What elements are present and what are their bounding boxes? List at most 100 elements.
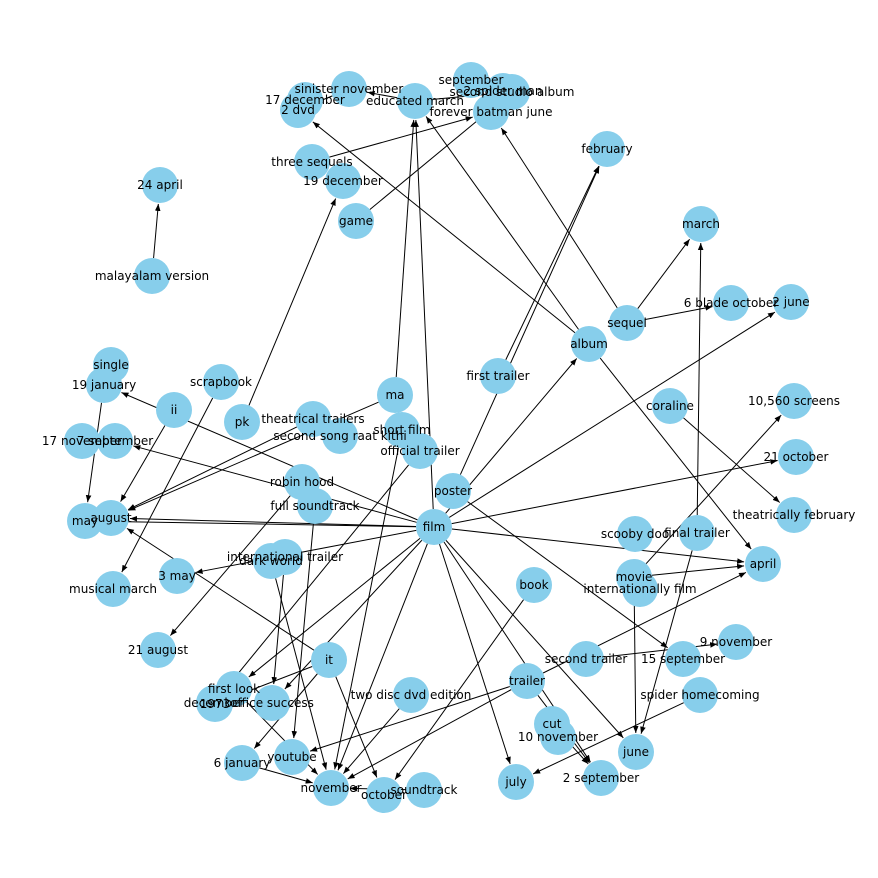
node-label-sequel: sequel <box>607 316 647 330</box>
node-scooby-doo <box>617 516 653 552</box>
edge-theatrical-trailers-to-august <box>127 426 298 511</box>
node-21-october <box>778 439 814 475</box>
node-label-first-trailer: first trailer <box>466 369 529 383</box>
node-theatrically-february <box>776 497 812 533</box>
edge-coraline-to-theatrically-february <box>683 417 781 503</box>
node-21-august <box>140 632 176 668</box>
node-theatrical-trailers <box>295 401 331 437</box>
node-label-full-soundtrack: full soundtrack <box>270 499 359 513</box>
node-first-trailer <box>480 358 516 394</box>
node-label-musical-march: musical march <box>69 582 157 596</box>
node-march <box>683 206 719 242</box>
edge-film-to-21-october <box>451 459 778 525</box>
node-3-may <box>159 558 195 594</box>
edge-movie-to-10-560-screens <box>645 414 782 565</box>
node-label-trailer: trailer <box>509 674 545 688</box>
node-label-single: single <box>93 358 129 372</box>
node-october <box>366 777 402 813</box>
edge-educated-march-to-second-studio-album <box>432 91 494 100</box>
node-15-september <box>665 641 701 677</box>
edge-movie-to-april <box>651 563 745 576</box>
node-label-april: april <box>750 557 777 571</box>
edge-trailer-to-youtube <box>309 686 511 752</box>
node-10-560-screens <box>776 383 812 419</box>
node-final-trailer <box>679 515 715 551</box>
node-label-forever-batman-june: forever batman june <box>430 105 553 119</box>
edge-poster-to-february <box>459 166 600 475</box>
node-december <box>196 685 232 721</box>
edge-first-trailer-to-february <box>505 165 600 360</box>
node-two-disc-dvd-edition <box>393 677 429 713</box>
node-label-scrapbook: scrapbook <box>190 375 252 389</box>
node-label-internationally-film: internationally film <box>583 582 696 596</box>
node-film <box>416 509 452 545</box>
edge-film-to-august <box>129 515 417 527</box>
node-label-three-sequels: three sequels <box>271 155 352 169</box>
node-label-theatrical-trailers: theatrical trailers <box>261 412 364 426</box>
node-june <box>618 734 654 770</box>
node-label-17-november: 17 november <box>42 434 122 448</box>
node-label-it: it <box>325 653 333 667</box>
node-label-robin-hood: robin hood <box>270 475 334 489</box>
node-label-pk: pk <box>235 415 250 429</box>
node-album <box>571 326 607 362</box>
edge-full-soundtrack-to-youtube <box>291 523 314 739</box>
node-label-august: august <box>90 511 131 525</box>
node-label-two-disc-dvd-edition: two disc dvd edition <box>351 688 472 702</box>
node-april <box>745 546 781 582</box>
edge-film-to-3-may <box>195 529 417 574</box>
node-game <box>338 203 374 239</box>
node-may <box>67 503 103 539</box>
node-2-september <box>583 760 619 796</box>
node-label-24-april: 24 april <box>137 178 183 192</box>
node-label-21-august: 21 august <box>128 643 189 657</box>
node-september <box>453 62 489 98</box>
node-label-sinister-november: sinister november <box>295 82 404 96</box>
node-label-final-trailer: final trailer <box>664 526 730 540</box>
node-label-poster: poster <box>434 484 472 498</box>
node-label-2-spider-man: 2 spider man <box>463 84 542 98</box>
node-label-10-november: 10 november <box>518 730 598 744</box>
node-label-coraline: coraline <box>646 399 694 413</box>
node-soundtrack <box>406 772 442 808</box>
edge-it-to-october <box>335 676 378 778</box>
node-spider-homecoming <box>682 677 718 713</box>
node-scrapbook <box>203 364 239 400</box>
node-2-dvd <box>280 92 316 128</box>
edge-malayalam-version-to-24-april <box>153 203 161 259</box>
node-label-6-blade-october: 6 blade october <box>684 296 779 310</box>
node-label-7-september: 7 september <box>77 434 153 448</box>
node-label-october: october <box>361 788 407 802</box>
node-label-19-january: 19 january <box>72 378 136 392</box>
node-label-may: may <box>72 514 98 528</box>
edge-second-trailer-to-9-november <box>603 642 718 658</box>
edge-three-sequels-to-forever-batman-june <box>329 116 473 158</box>
node-office-success <box>254 685 290 721</box>
node-internationally-film <box>622 571 658 607</box>
node-19-december <box>325 163 361 199</box>
node-label-album: album <box>570 337 608 351</box>
node-label-educated-march: educated march <box>366 94 464 108</box>
node-label-youtube: youtube <box>267 750 316 764</box>
edge-film-to-june <box>445 540 624 739</box>
node-label-movie: movie <box>616 570 653 584</box>
node-label-june: june <box>622 745 649 759</box>
edge-movie-to-june <box>632 594 639 734</box>
node-musical-march <box>95 571 131 607</box>
node-label-2-september: 2 september <box>563 771 639 785</box>
node-dark-world <box>253 543 289 579</box>
node-forever-batman-june <box>473 94 509 130</box>
node-2-june <box>773 284 809 320</box>
node-label-2-june: 2 june <box>772 295 809 309</box>
edge-sequel-to-forever-batman-june <box>500 127 618 309</box>
node-label-book: book <box>519 578 548 592</box>
node-label-second-studio-album: second studio album <box>450 85 575 99</box>
node-full-soundtrack <box>297 488 333 524</box>
node-february <box>589 131 625 167</box>
node-label-spider-homecoming: spider homecoming <box>640 688 759 702</box>
edge-film-to-2-june <box>448 311 776 518</box>
node-november <box>313 770 349 806</box>
node-label-9-november: 9 november <box>700 635 773 649</box>
edge-sequel-to-march <box>637 238 691 309</box>
